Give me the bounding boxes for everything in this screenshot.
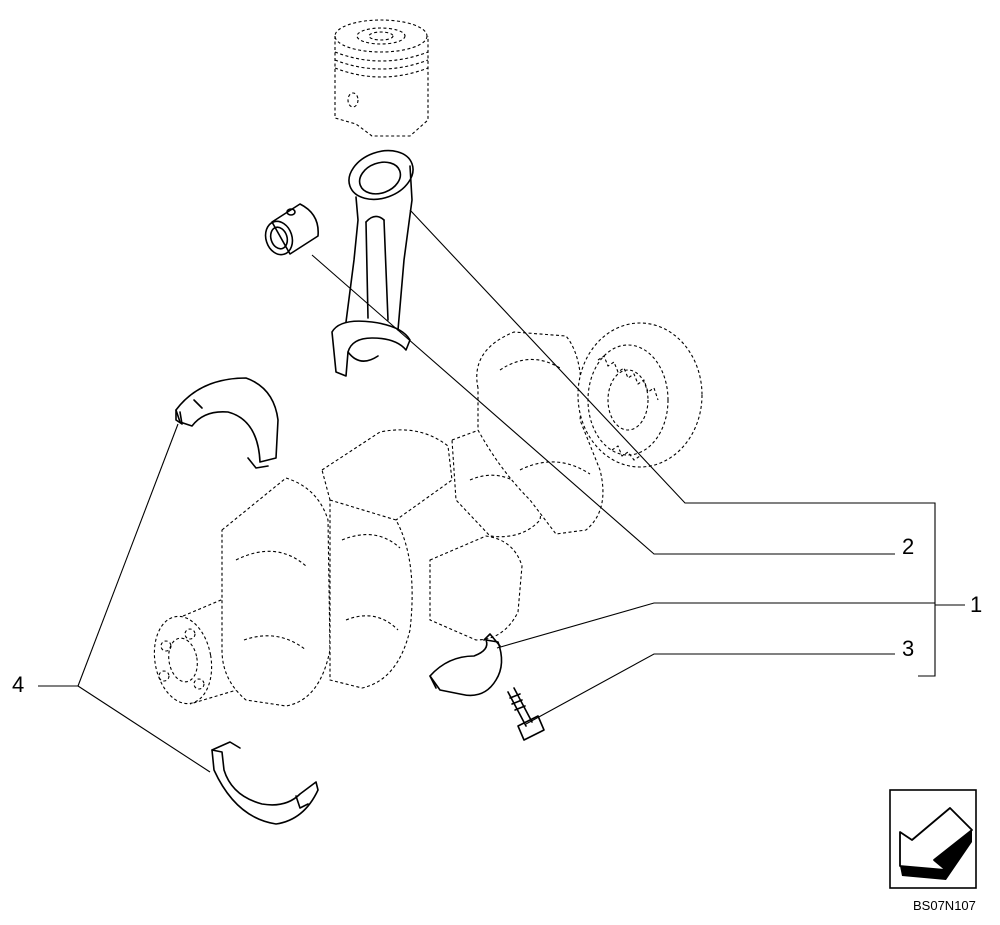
callout-4: 4 — [12, 672, 24, 697]
callout-3: 3 — [902, 636, 914, 661]
callout-1: 1 — [970, 592, 982, 617]
piston — [334, 19, 429, 137]
crankshaft — [153, 322, 703, 707]
conrod-bolt — [507, 687, 545, 741]
nav-arrow-button[interactable] — [889, 789, 977, 889]
drawing-code: BS07N107 — [913, 898, 976, 913]
conrod-cap — [429, 633, 503, 697]
arrow-left-down-icon — [899, 807, 973, 880]
callout-2: 2 — [902, 534, 914, 559]
main-bearing-lower — [211, 741, 319, 825]
leader-lines — [38, 209, 965, 773]
piston-pin — [264, 203, 319, 256]
main-bearing-upper — [175, 377, 279, 469]
connecting-rod — [331, 149, 414, 377]
